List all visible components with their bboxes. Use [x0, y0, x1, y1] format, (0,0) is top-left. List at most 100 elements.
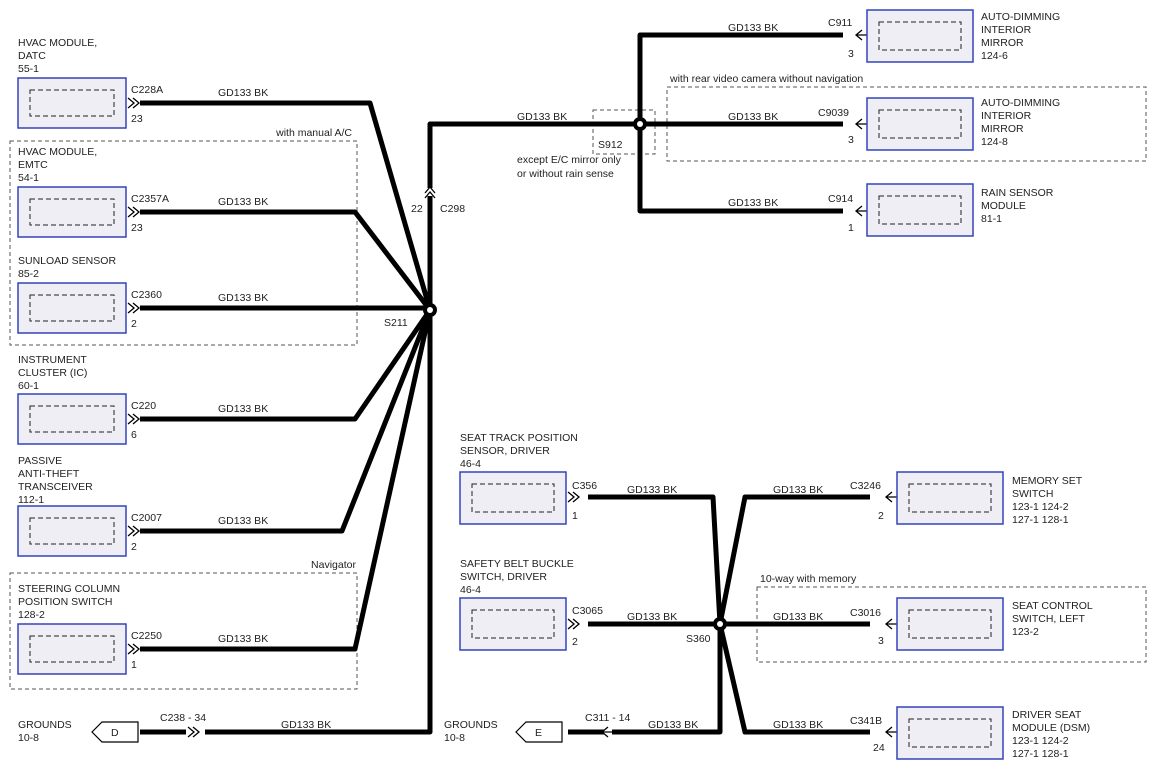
rain-sensor: GD133 BK C914 1 RAIN SENSOR MODULE 81-1 — [728, 183, 1054, 237]
ground-d-label-2: 10-8 — [18, 732, 39, 744]
seat-track-wire-label: GD133 BK — [627, 484, 677, 496]
seat-control-inner — [908, 609, 992, 639]
steering-column-pin-icon — [127, 643, 141, 655]
seat-track-name-1: SEAT TRACK POSITION — [460, 432, 578, 444]
hvac-emtc-pin: 23 — [131, 222, 143, 234]
safety-belt-name-1: SAFETY BELT BUCKLE — [460, 558, 574, 570]
wire-c228a — [140, 100, 433, 311]
seat-control-box — [896, 597, 1004, 651]
ground-d-flag — [91, 721, 139, 743]
seat-control-wire-label: GD133 BK — [773, 611, 823, 623]
sunload-sensor-inner — [29, 294, 115, 322]
s211-splice-core — [427, 307, 433, 313]
c298-pin: 22 — [411, 203, 423, 215]
wire-ground-e — [612, 624, 723, 735]
mirror-124-6-name-1: AUTO-DIMMING — [981, 11, 1060, 23]
passive-anti-theft-name-2: ANTI-THEFT — [18, 468, 80, 480]
ground-e-label-1: GROUNDS — [444, 719, 498, 731]
mirror-124-6-name-3: MIRROR — [981, 37, 1024, 49]
hvac-datc: HVAC MODULE, DATC 55-1 C228A 23 GD133 BK — [17, 37, 268, 129]
hvac-emtc-box — [17, 186, 127, 238]
sunload-sensor-wire-label: GD133 BK — [218, 292, 268, 304]
wire-c2250 — [140, 309, 433, 652]
mirror-124-8: GD133 BK C9039 3 AUTO-DIMMING INTERIOR M… — [728, 97, 1060, 151]
hvac-datc-box — [17, 77, 127, 129]
passive-anti-theft-connector: C2007 — [131, 512, 162, 524]
hvac-datc-pin-icon — [127, 97, 141, 109]
hvac-datc-name-3: 55-1 — [18, 63, 39, 75]
sunload-sensor-name-1: SUNLOAD SENSOR — [18, 255, 116, 267]
memory-set-wire-label: GD133 BK — [773, 484, 823, 496]
except-note-1: except E/C mirror only — [517, 154, 622, 166]
rain-sensor-box — [866, 183, 974, 237]
c298-label: C298 — [440, 203, 465, 215]
ground-d-wire-label: GD133 BK — [281, 719, 331, 731]
steering-column-wire-label: GD133 BK — [218, 633, 268, 645]
rain-sensor-name-3: 81-1 — [981, 213, 1002, 225]
sunload-sensor-pin: 2 — [131, 318, 137, 330]
hvac-datc-inner — [29, 89, 115, 117]
instrument-cluster: INSTRUMENT CLUSTER (IC) 60-1 C220 6 GD13… — [17, 354, 268, 445]
passive-anti-theft-pin-icon — [127, 525, 141, 537]
safety-belt-name-3: 46-4 — [460, 584, 481, 596]
s211-label: S211 — [384, 317, 408, 329]
seat-control-connector: C3016 — [850, 607, 881, 619]
hvac-emtc-name-1: HVAC MODULE, — [18, 146, 97, 158]
dsm-connector: C341B — [850, 715, 882, 727]
hvac-datc-pin: 23 — [131, 113, 143, 125]
seat-control-name-1: SEAT CONTROL — [1012, 600, 1093, 612]
safety-belt-pin: 2 — [572, 636, 578, 648]
sunload-sensor-name-2: 85-2 — [18, 268, 39, 280]
ten-way-label: 10-way with memory — [760, 573, 857, 585]
hvac-datc-name-2: DATC — [18, 50, 46, 62]
seat-track-connector: C356 — [572, 480, 597, 492]
mirror-124-6-pin-icon — [854, 29, 867, 41]
mirror-124-8-name-4: 124-8 — [981, 136, 1008, 148]
steering-column-name-2: POSITION SWITCH — [18, 596, 113, 608]
safety-belt-connector: C3065 — [572, 605, 603, 617]
instrument-cluster-inner — [29, 405, 115, 433]
wire-c3246 — [717, 494, 870, 625]
seat-track-name-2: SENSOR, DRIVER — [460, 445, 550, 457]
instrument-cluster-name-1: INSTRUMENT — [18, 354, 87, 366]
ground-d-connector-icon — [187, 726, 201, 738]
s360-label: S360 — [686, 633, 711, 645]
wire-c911 — [637, 32, 843, 124]
hvac-datc-wire-label: GD133 BK — [218, 87, 268, 99]
mirror-124-8-pin: 3 — [848, 134, 854, 146]
memory-set-name-4: 127-1 128-1 — [1012, 514, 1069, 526]
mirror-124-8-inner — [878, 109, 962, 139]
steering-column-pin: 1 — [131, 659, 137, 671]
rain-sensor-pin: 1 — [848, 222, 854, 234]
memory-set-name-1: MEMORY SET — [1012, 475, 1083, 487]
wire-c298-s912 — [427, 121, 640, 188]
wire-c2357a — [140, 209, 432, 312]
rain-sensor-connector: C914 — [828, 193, 853, 205]
mirror-124-6-name-4: 124-6 — [981, 50, 1008, 62]
mirror-124-8-wire-label: GD133 BK — [728, 111, 778, 123]
c298-connector-icon — [424, 185, 436, 199]
instrument-cluster-name-3: 60-1 — [18, 380, 39, 392]
s912-splice-core — [637, 121, 643, 127]
dsm-inner — [908, 718, 992, 748]
hvac-emtc-name-3: 54-1 — [18, 172, 39, 184]
memory-set-pin-icon — [884, 491, 897, 503]
safety-belt-pin-icon — [567, 618, 581, 630]
dsm-name-4: 127-1 128-1 — [1012, 748, 1069, 760]
s912-option-box — [592, 109, 656, 155]
wire-c356 — [588, 494, 723, 625]
seat-track-name-3: 46-4 — [460, 458, 481, 470]
instrument-cluster-wire-label: GD133 BK — [218, 403, 268, 415]
wire-c341b — [717, 623, 870, 735]
safety-belt-switch: SAFETY BELT BUCKLE SWITCH, DRIVER 46-4 C… — [459, 558, 677, 651]
steering-column-inner — [29, 635, 115, 663]
mirror-124-6-connector: C911 — [828, 17, 852, 29]
s360-splice-core — [717, 621, 723, 627]
sunload-sensor-connector: C2360 — [131, 289, 162, 301]
rear-video-label: with rear video camera without navigatio… — [669, 73, 863, 85]
passive-anti-theft-pin: 2 — [131, 541, 137, 553]
mirror-124-8-name-2: INTERIOR — [981, 110, 1032, 122]
hvac-datc-name-1: HVAC MODULE, — [18, 37, 97, 49]
mirror-124-6-pin: 3 — [848, 48, 854, 60]
